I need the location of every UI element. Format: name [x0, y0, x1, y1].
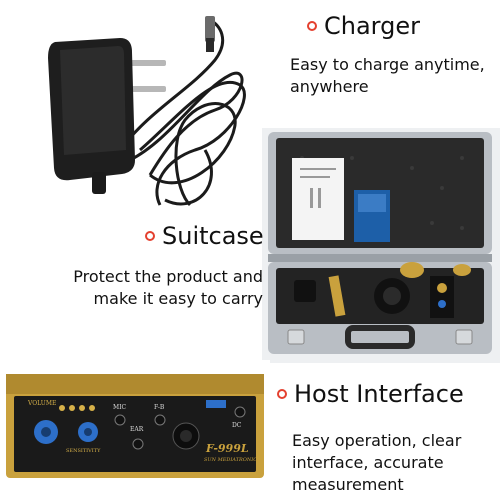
- bullet-icon: [277, 389, 287, 399]
- suitcase-image: [262, 128, 500, 363]
- charger-description-line: Easy to charge anytime,: [290, 55, 485, 74]
- charger-description: Easy to charge anytime, anywhere: [290, 54, 500, 98]
- suitcase-description-line: Protect the product and: [73, 267, 263, 286]
- host-interface-heading: Host Interface: [277, 380, 464, 408]
- host-description-line: Easy operation, clear: [292, 431, 462, 450]
- device-label-dc: DC: [232, 422, 242, 429]
- device-label-volume: VOLUME: [28, 400, 57, 407]
- charger-title: Charger: [324, 12, 420, 40]
- suitcase-illustration: [268, 132, 492, 354]
- device-label-ear: EAR: [130, 426, 144, 433]
- bullet-icon: [307, 21, 317, 31]
- suitcase-description: Protect the product and make it easy to …: [38, 266, 263, 310]
- host-interface-description: Easy operation, clear interface, accurat…: [292, 430, 500, 496]
- charger-heading: Charger: [307, 12, 420, 40]
- host-device-illustration: [6, 374, 264, 478]
- device-label-sensitivity: SENSITIVITY: [66, 448, 101, 454]
- device-label-fb: F-B: [154, 404, 165, 411]
- device-model: F-999L: [206, 442, 249, 455]
- charger-description-line: anywhere: [290, 77, 369, 96]
- suitcase-heading: Suitcase: [145, 222, 264, 250]
- suitcase-title: Suitcase: [162, 222, 264, 250]
- charger-image: [0, 0, 270, 225]
- device-brand: SUN MEDIATRONICS: [204, 457, 261, 463]
- device-label-mic: MIC: [113, 404, 127, 411]
- host-device-image: VOLUME SENSITIVITY MIC EAR F-B DC F-999L…: [0, 360, 270, 500]
- host-description-line: measurement: [292, 475, 404, 494]
- host-interface-title: Host Interface: [294, 380, 464, 408]
- host-description-line: interface, accurate: [292, 453, 444, 472]
- bullet-icon: [145, 231, 155, 241]
- suitcase-description-line: make it easy to carry: [93, 289, 263, 308]
- charger-illustration: [48, 16, 246, 207]
